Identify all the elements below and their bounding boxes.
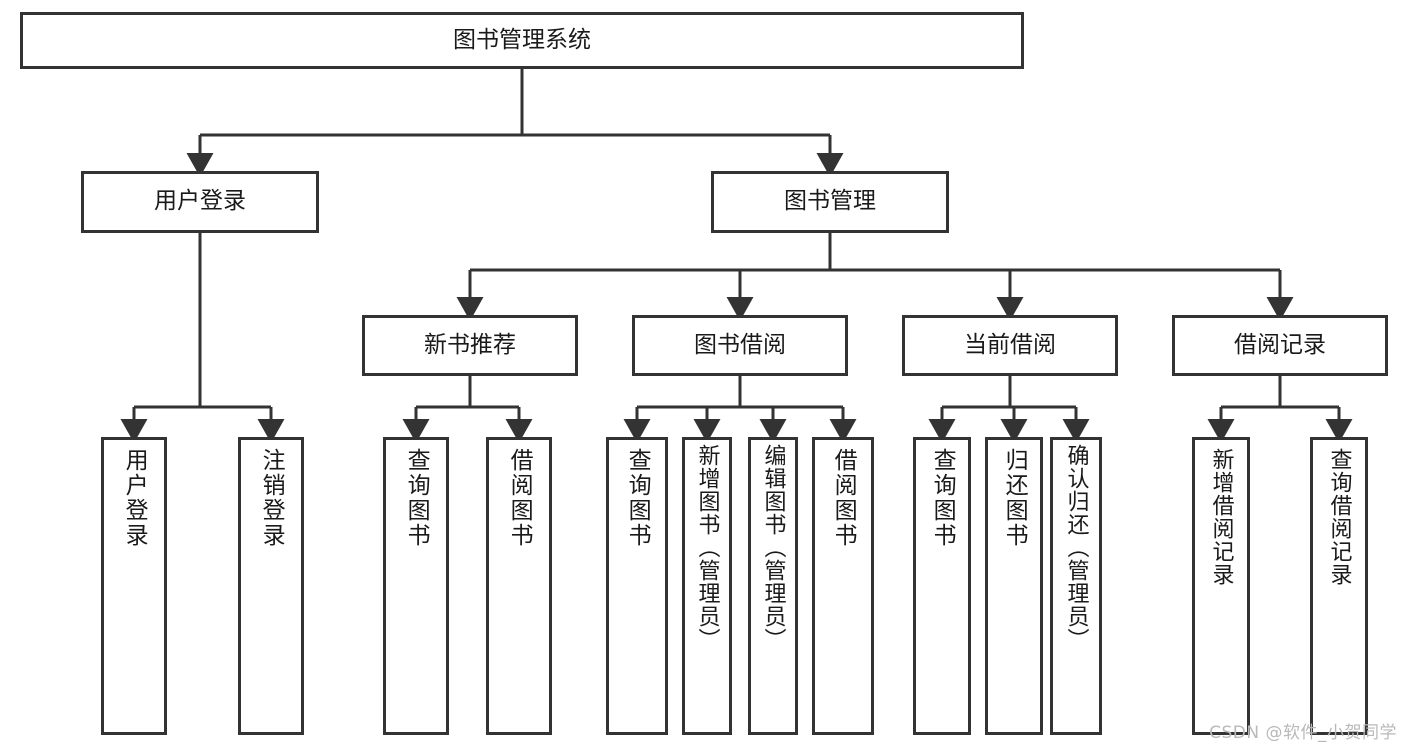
leaf-confirm-return-admin[interactable]: 确认归还（管理员） [1050, 437, 1102, 735]
leaf-query-book-recommendation-label: 查询图书 [403, 448, 430, 548]
leaf-confirm-return-admin-label: 确认归还（管理员） [1063, 444, 1089, 651]
leaf-return-book-label: 归还图书 [1001, 448, 1028, 548]
node-current-borrow-label: 当前借阅 [964, 331, 1056, 358]
node-root-label: 图书管理系统 [453, 26, 591, 53]
leaf-add-book-admin-label: 新增图书（管理员） [694, 444, 720, 651]
leaf-query-borrow-record-label: 查询借阅记录 [1326, 448, 1352, 586]
leaf-borrow-book-borrow-label: 借阅图书 [830, 448, 857, 548]
node-book-manage-label: 图书管理 [784, 188, 876, 215]
node-root[interactable]: 图书管理系统 [20, 12, 1024, 69]
leaf-edit-book-admin[interactable]: 编辑图书（管理员） [748, 437, 798, 735]
leaf-add-borrow-record-label: 新增借阅记录 [1208, 448, 1234, 586]
node-borrow-record-label: 借阅记录 [1234, 331, 1326, 358]
leaf-query-book-current-label: 查询图书 [929, 448, 956, 548]
leaf-borrow-book-recommendation-label: 借阅图书 [506, 448, 533, 548]
leaf-user-logout-label: 注销登录 [258, 448, 285, 548]
leaf-borrow-book-recommendation[interactable]: 借阅图书 [486, 437, 552, 735]
leaf-borrow-book-borrow[interactable]: 借阅图书 [812, 437, 874, 735]
node-book-borrow-label: 图书借阅 [694, 331, 786, 358]
node-borrow-record[interactable]: 借阅记录 [1172, 315, 1388, 376]
leaf-add-book-admin[interactable]: 新增图书（管理员） [682, 437, 732, 735]
leaf-user-login[interactable]: 用户登录 [101, 437, 167, 735]
node-new-book-recommendation[interactable]: 新书推荐 [362, 315, 578, 376]
node-current-borrow[interactable]: 当前借阅 [902, 315, 1118, 376]
leaf-query-book-borrow[interactable]: 查询图书 [606, 437, 668, 735]
leaf-query-book-current[interactable]: 查询图书 [913, 437, 971, 735]
leaf-return-book[interactable]: 归还图书 [985, 437, 1043, 735]
leaf-query-book-borrow-label: 查询图书 [624, 448, 651, 548]
csdn-watermark: CSDN @软件_小贺同学 [1209, 723, 1397, 743]
leaf-user-login-label: 用户登录 [121, 448, 148, 548]
leaf-query-book-recommendation[interactable]: 查询图书 [383, 437, 449, 735]
node-book-borrow[interactable]: 图书借阅 [632, 315, 848, 376]
node-new-book-recommendation-label: 新书推荐 [424, 331, 516, 358]
leaf-edit-book-admin-label: 编辑图书（管理员） [760, 444, 786, 651]
leaf-user-logout[interactable]: 注销登录 [238, 437, 304, 735]
node-book-manage[interactable]: 图书管理 [711, 171, 949, 233]
node-user-login-label: 用户登录 [154, 188, 246, 215]
leaf-add-borrow-record[interactable]: 新增借阅记录 [1192, 437, 1250, 735]
node-user-login[interactable]: 用户登录 [81, 171, 319, 233]
leaf-query-borrow-record[interactable]: 查询借阅记录 [1310, 437, 1368, 735]
